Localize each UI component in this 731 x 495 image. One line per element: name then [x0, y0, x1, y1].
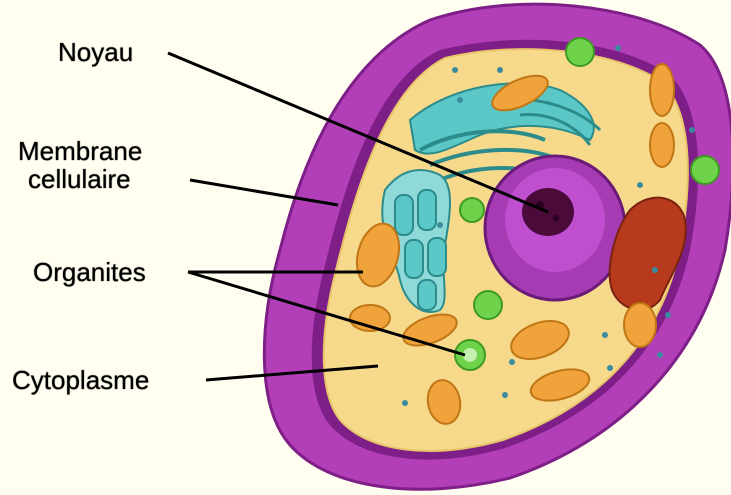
- label-membrane-line2: cellulaire: [18, 165, 142, 193]
- label-membrane-cellulaire: Membrane cellulaire: [18, 137, 142, 193]
- label-noyau: Noyau: [58, 38, 133, 66]
- label-membrane-line1: Membrane: [18, 137, 142, 165]
- label-cytoplasme: Cytoplasme: [12, 366, 149, 394]
- nucleus: [485, 156, 625, 300]
- label-organites: Organites: [33, 258, 146, 286]
